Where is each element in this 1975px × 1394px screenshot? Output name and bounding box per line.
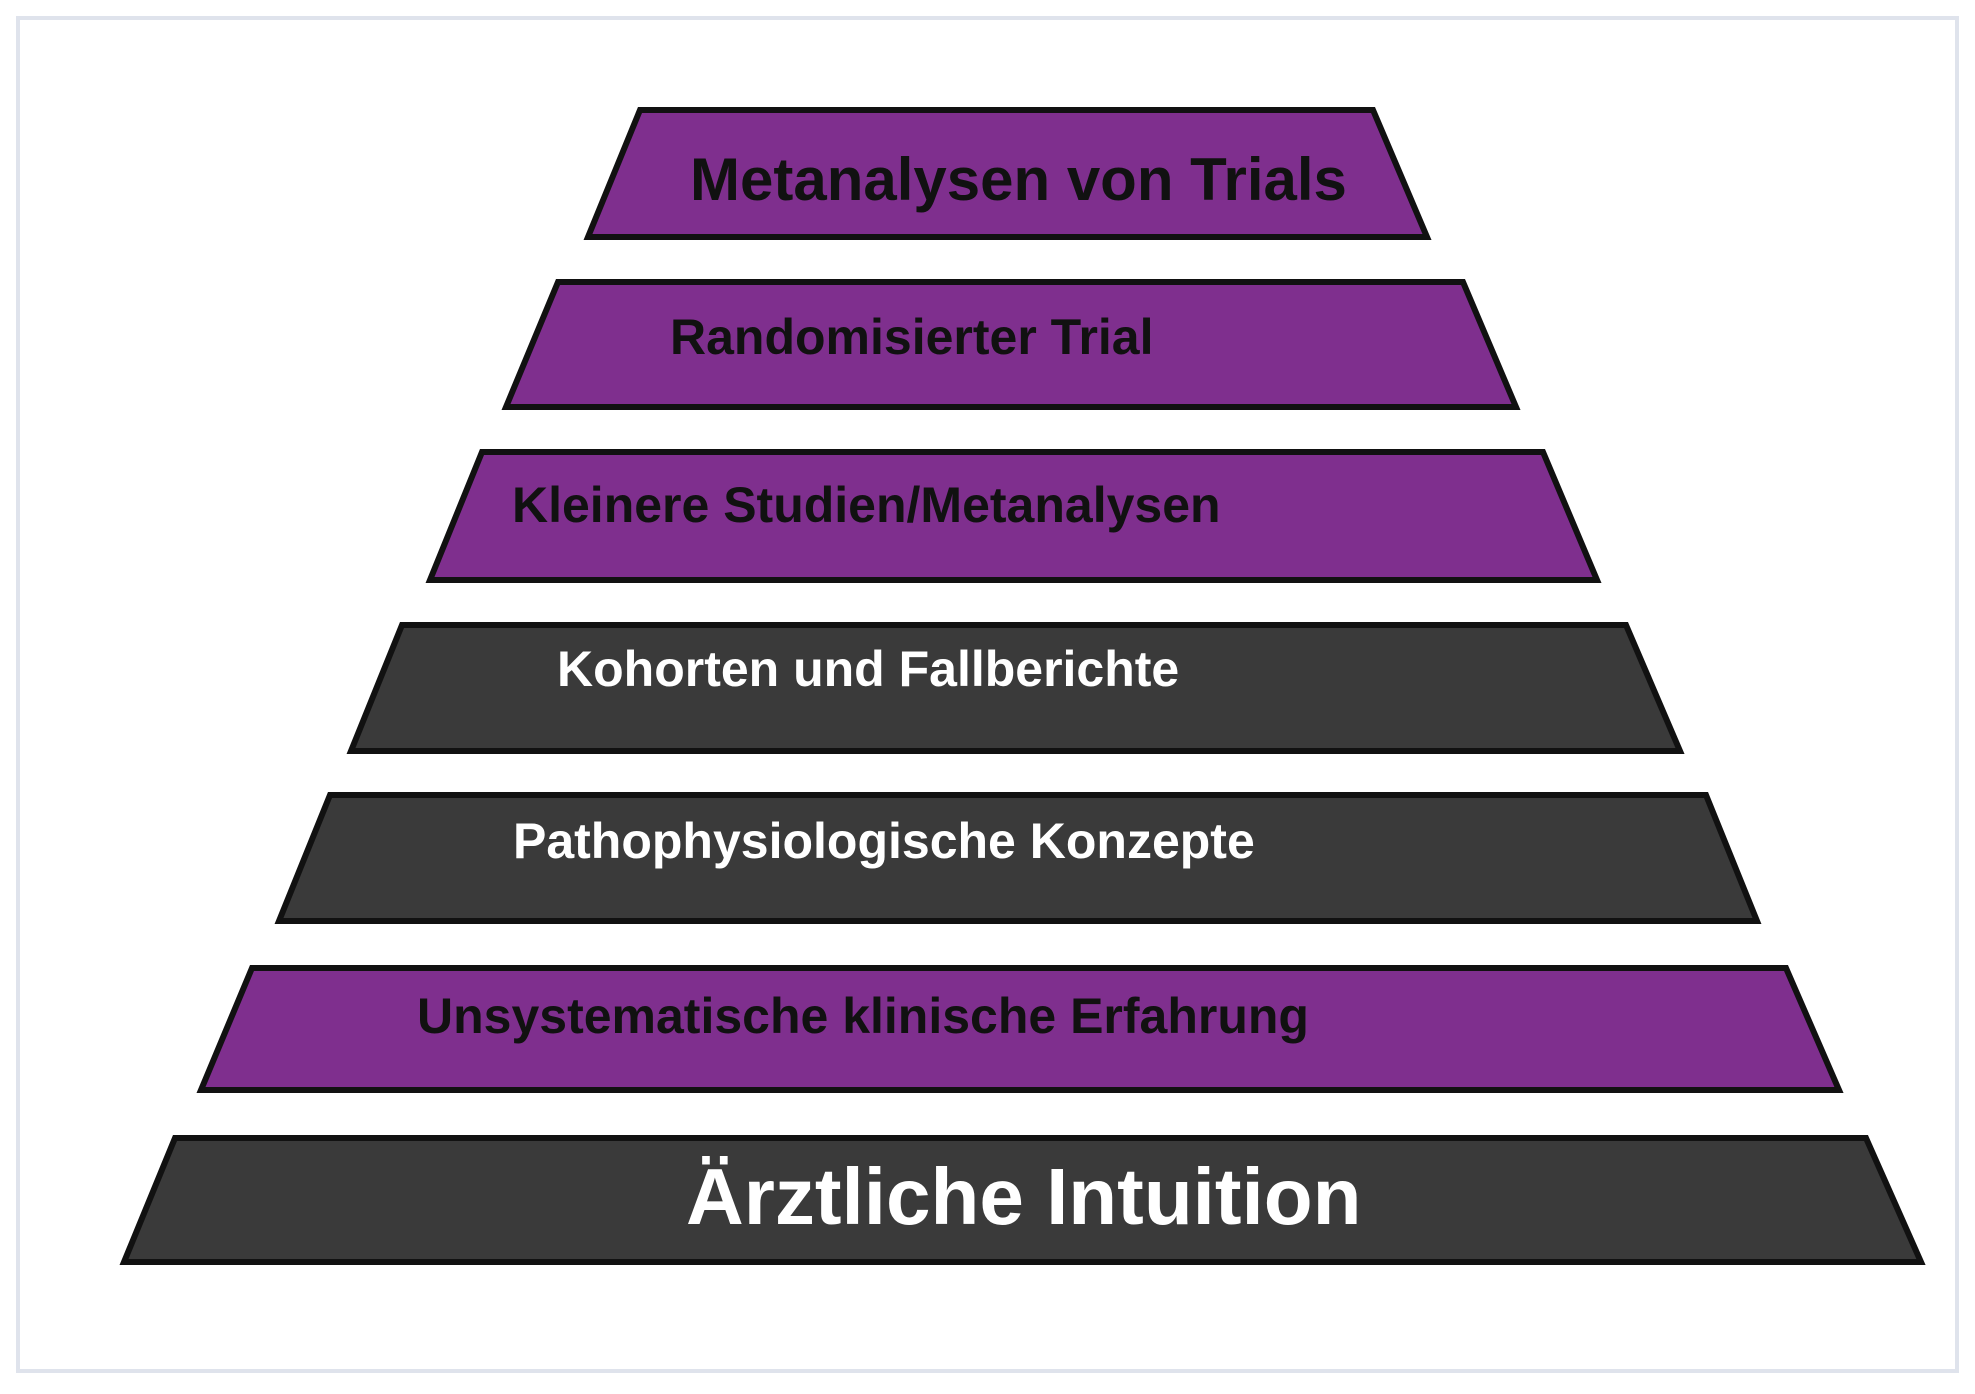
pyramid-level-2-shape (501, 279, 1521, 410)
pyramid-level-6: Unsystematische klinische Erfahrung (196, 965, 1844, 1093)
pyramid-level-1-shape (583, 107, 1432, 240)
pyramid-level-4-shape (346, 622, 1685, 754)
pyramid-level-6-label: Unsystematische klinische Erfahrung (417, 988, 1309, 1044)
pyramid-level-7-label: Ärztliche Intuition (686, 1152, 1362, 1241)
pyramid-level-6-shape (196, 965, 1844, 1093)
pyramid-level-7: Ärztliche Intuition (119, 1135, 1926, 1265)
pyramid-level-3-shape (425, 449, 1602, 583)
pyramid-level-3-label: Kleinere Studien/Metanalysen (512, 477, 1221, 533)
pyramid-level-5-shape (274, 792, 1762, 924)
pyramid-level-5-label: Pathophysiologische Konzepte (513, 813, 1255, 869)
pyramid-level-1-label: Metanalysen von Trials (690, 146, 1347, 213)
pyramid-level-7-shape (119, 1135, 1926, 1265)
pyramid-level-2-label: Randomisierter Trial (670, 309, 1154, 365)
pyramid-level-1: Metanalysen von Trials (583, 107, 1432, 240)
pyramid-level-2: Randomisierter Trial (501, 279, 1521, 410)
pyramid-level-4: Kohorten und Fallberichte (346, 622, 1685, 754)
pyramid-level-4-label: Kohorten und Fallberichte (557, 641, 1179, 697)
pyramid-level-3: Kleinere Studien/Metanalysen (425, 449, 1602, 583)
pyramid-level-5: Pathophysiologische Konzepte (274, 792, 1762, 924)
